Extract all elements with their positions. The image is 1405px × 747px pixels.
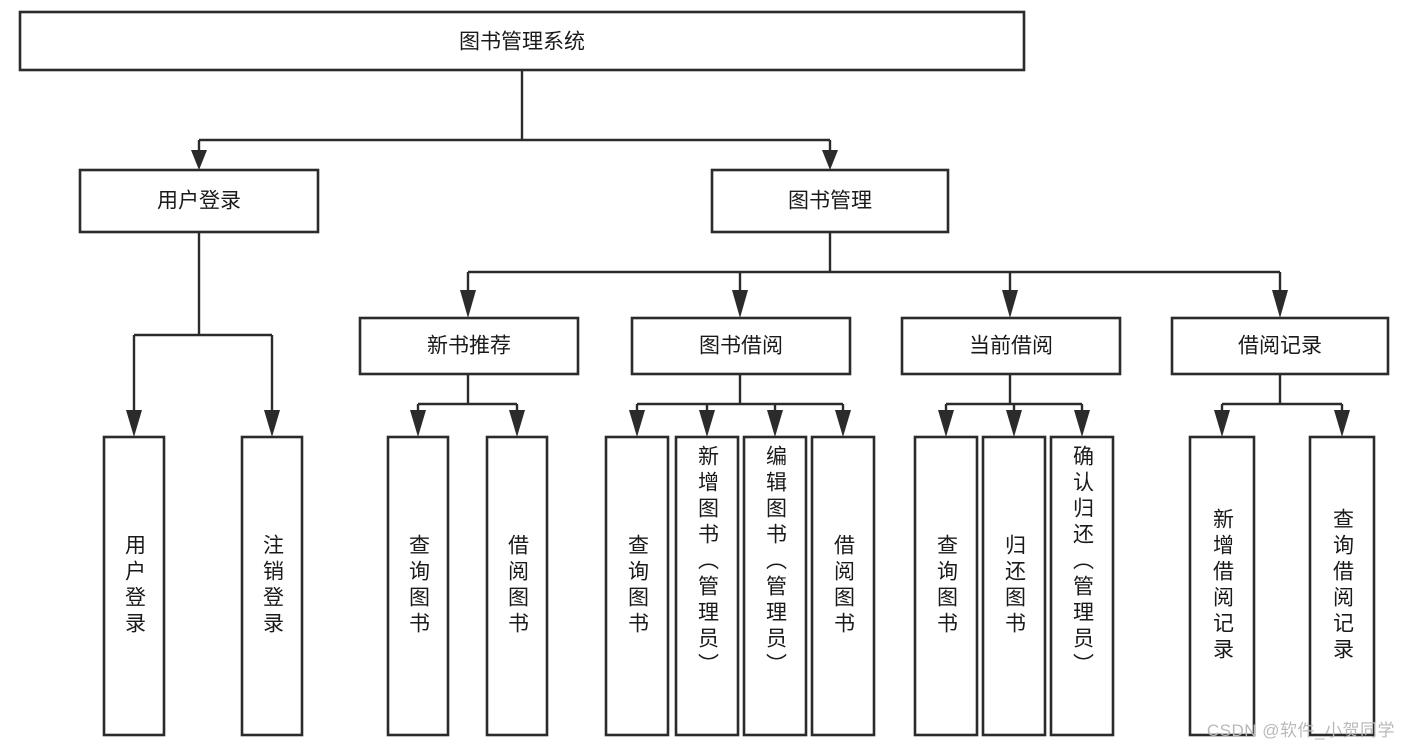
leaf-box-logout[interactable] bbox=[240, 435, 304, 737]
arrow-head-user-login bbox=[191, 150, 207, 170]
node-book-management-box[interactable] bbox=[710, 168, 950, 234]
leaf-box-add-borrow-record[interactable] bbox=[1188, 435, 1256, 737]
arrow-head-newbook-leaf-2 bbox=[509, 410, 525, 437]
csdn-watermark: CSDN @软件_小贺同学 bbox=[1206, 721, 1395, 740]
leaf-box-edit-book-admin[interactable] bbox=[742, 435, 808, 737]
arrow-head-record-leaf-2 bbox=[1334, 410, 1350, 437]
arrow-head-current-leaf-2 bbox=[1006, 410, 1022, 437]
leaf-box-query-borrow-record[interactable] bbox=[1308, 435, 1376, 737]
node-book-management[interactable]: 图书管理 bbox=[710, 168, 950, 234]
arrow-head-borrow-leaf-3 bbox=[767, 410, 783, 437]
leaf-box-borrow-book-1[interactable] bbox=[485, 435, 549, 737]
node-borrow-record-label: 借阅记录 bbox=[1238, 335, 1322, 358]
arrow-head-newbook-leaf-1 bbox=[410, 410, 426, 437]
arrow-head-book-mgmt bbox=[822, 150, 838, 170]
connector-layer bbox=[126, 70, 1350, 437]
node-user-login-box[interactable] bbox=[78, 168, 320, 234]
node-new-book-recommend-label: 新书推荐 bbox=[427, 335, 511, 358]
leaf-box-query-book-1[interactable] bbox=[386, 435, 450, 737]
arrow-head-leaf-logout bbox=[264, 410, 280, 437]
node-user-login[interactable]: 用户登录 bbox=[78, 168, 320, 234]
node-book-borrow-box[interactable] bbox=[630, 316, 852, 376]
node-current-borrow-label: 当前借阅 bbox=[969, 335, 1053, 358]
node-borrow-record-box[interactable] bbox=[1170, 316, 1390, 376]
arrow-head-leaf-user-login bbox=[126, 410, 142, 437]
node-current-borrow-box[interactable] bbox=[900, 316, 1122, 376]
leaf-box-user-login[interactable] bbox=[102, 435, 166, 737]
arrow-head-current-leaf-3 bbox=[1074, 410, 1090, 437]
leaf-box-borrow-book-2[interactable] bbox=[810, 435, 876, 737]
leaf-box-confirm-return-admin[interactable] bbox=[1049, 435, 1115, 737]
node-book-borrow-label: 图书借阅 bbox=[699, 335, 783, 358]
node-user-login-label: 用户登录 bbox=[157, 190, 241, 213]
arrow-head-borrow-leaf-4 bbox=[835, 410, 851, 437]
leaf-box-layer bbox=[102, 435, 1376, 737]
leaf-box-add-book-admin[interactable] bbox=[674, 435, 740, 737]
leaf-box-return-book[interactable] bbox=[981, 435, 1047, 737]
node-book-borrow[interactable]: 图书借阅 bbox=[630, 316, 852, 376]
arrow-head-new-book-rec bbox=[460, 290, 476, 318]
node-book-management-label: 图书管理 bbox=[788, 190, 872, 213]
arrow-head-borrow-leaf-2 bbox=[699, 410, 715, 437]
node-root-label: 图书管理系统 bbox=[459, 31, 585, 54]
node-root-box[interactable] bbox=[18, 10, 1026, 72]
arrow-head-borrow-record bbox=[1272, 290, 1288, 318]
arrow-head-current-leaf-1 bbox=[938, 410, 954, 437]
arrow-head-record-leaf-1 bbox=[1214, 410, 1230, 437]
arrow-head-current-borrow bbox=[1002, 290, 1018, 318]
node-borrow-record[interactable]: 借阅记录 bbox=[1170, 316, 1390, 376]
node-new-book-recommend[interactable]: 新书推荐 bbox=[358, 316, 580, 376]
node-current-borrow[interactable]: 当前借阅 bbox=[900, 316, 1122, 376]
node-new-book-recommend-box[interactable] bbox=[358, 316, 580, 376]
arrow-head-borrow-leaf-1 bbox=[629, 410, 645, 437]
node-root[interactable]: 图书管理系统 bbox=[18, 10, 1026, 72]
leaf-box-query-book-2[interactable] bbox=[604, 435, 670, 737]
leaf-box-query-book-3[interactable] bbox=[913, 435, 979, 737]
arrow-head-book-borrow bbox=[732, 290, 748, 318]
